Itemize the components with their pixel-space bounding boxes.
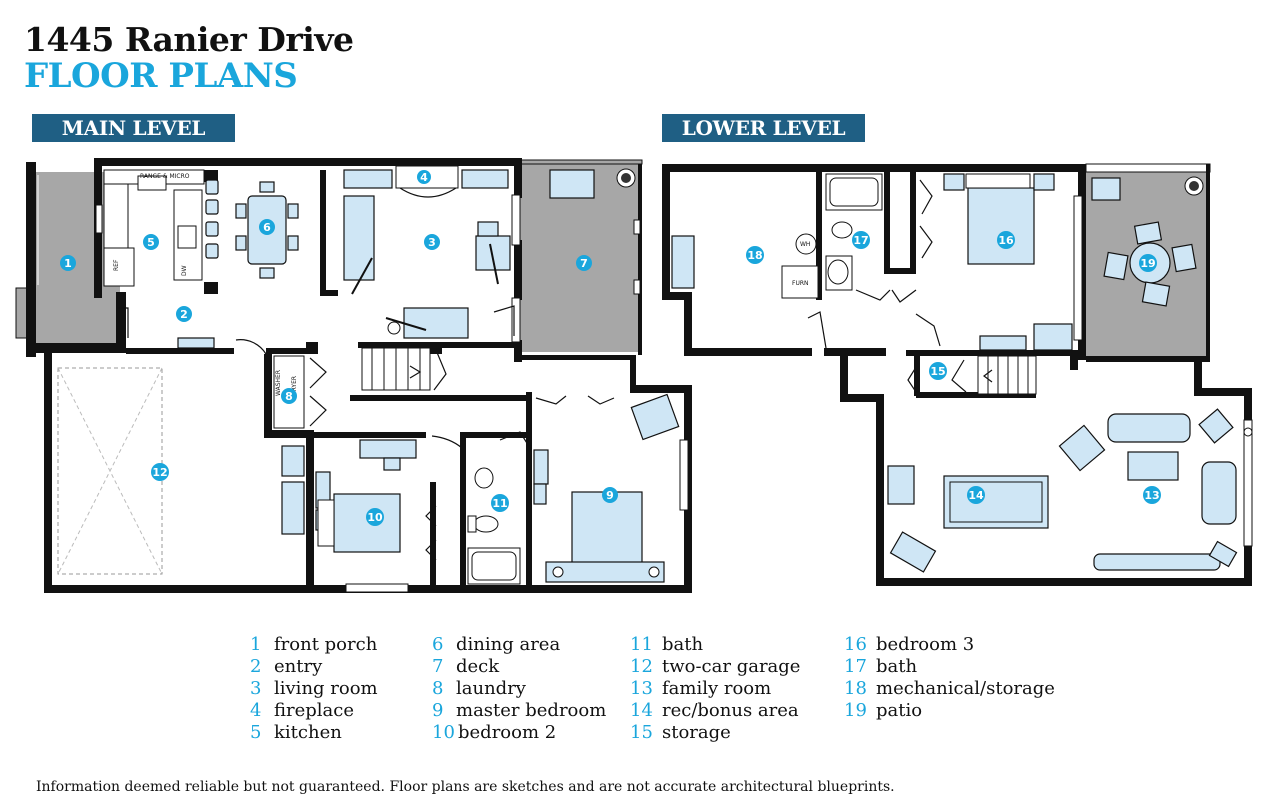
sectional-sofa <box>1107 413 1191 443</box>
room-marker-2: 2 <box>176 306 192 322</box>
svg-text:15: 15 <box>930 365 945 378</box>
svg-text:14: 14 <box>968 489 984 502</box>
room-marker-17: 17 <box>852 231 870 249</box>
room-marker-1: 1 <box>60 255 76 271</box>
svg-text:16: 16 <box>998 234 1014 247</box>
room-marker-15: 15 <box>929 362 947 380</box>
svg-text:8: 8 <box>285 390 293 403</box>
room-marker-12: 12 <box>151 463 169 481</box>
svg-text:19: 19 <box>1140 257 1155 270</box>
room-marker-18: 18 <box>746 246 764 264</box>
room-marker-4: 4 <box>417 170 431 184</box>
room-marker-8: 8 <box>281 388 297 404</box>
svg-text:9: 9 <box>606 489 614 502</box>
svg-text:17: 17 <box>853 234 868 247</box>
dryer-label: DRYER <box>291 376 298 396</box>
svg-text:12: 12 <box>152 466 167 479</box>
sofa-living <box>343 195 375 281</box>
washer-label: WASHER <box>275 370 282 396</box>
furn-label: FURN <box>792 280 809 287</box>
main-level-tab: MAIN LEVEL <box>32 114 235 142</box>
lower-level-tab: LOWER LEVEL <box>662 114 865 142</box>
svg-text:6: 6 <box>263 221 271 234</box>
floor-plans-subtitle: FLOOR PLANS <box>24 56 298 96</box>
room-marker-13: 13 <box>1143 486 1161 504</box>
bed-master <box>571 491 643 571</box>
room-marker-14: 14 <box>967 486 985 504</box>
bed-bedroom3 <box>967 187 1035 265</box>
main-level-plan: RANGE & MICRO REF DW <box>15 158 692 593</box>
lower-level-plan: WH FURN <box>662 163 1253 586</box>
svg-text:2: 2 <box>180 308 188 321</box>
svg-text:13: 13 <box>1144 489 1159 502</box>
address-title: 1445 Ranier Drive <box>24 20 354 59</box>
room-marker-6: 6 <box>259 219 275 235</box>
svg-text:3: 3 <box>428 236 436 249</box>
svg-text:4: 4 <box>420 171 428 184</box>
room-marker-7: 7 <box>576 255 592 271</box>
sofa-2 <box>403 307 469 339</box>
room-marker-5: 5 <box>143 234 159 250</box>
svg-text:7: 7 <box>580 257 588 270</box>
svg-text:10: 10 <box>367 511 383 524</box>
room-marker-16: 16 <box>997 231 1015 249</box>
room-marker-3: 3 <box>424 234 440 250</box>
svg-text:5: 5 <box>147 236 155 249</box>
range-label: RANGE & MICRO <box>140 173 190 180</box>
wh-label: WH <box>800 241 810 248</box>
svg-text:11: 11 <box>492 497 507 510</box>
room-marker-10: 10 <box>366 508 384 526</box>
dw-label: DW <box>181 265 188 276</box>
disclaimer-text: Information deemed reliable but not guar… <box>36 779 895 795</box>
svg-text:1: 1 <box>64 257 72 270</box>
ref-label: REF <box>113 259 120 271</box>
svg-text:18: 18 <box>747 249 762 262</box>
room-marker-9: 9 <box>602 487 618 503</box>
room-marker-11: 11 <box>491 494 509 512</box>
pool-table <box>943 475 1049 529</box>
room-marker-19: 19 <box>1139 254 1157 272</box>
